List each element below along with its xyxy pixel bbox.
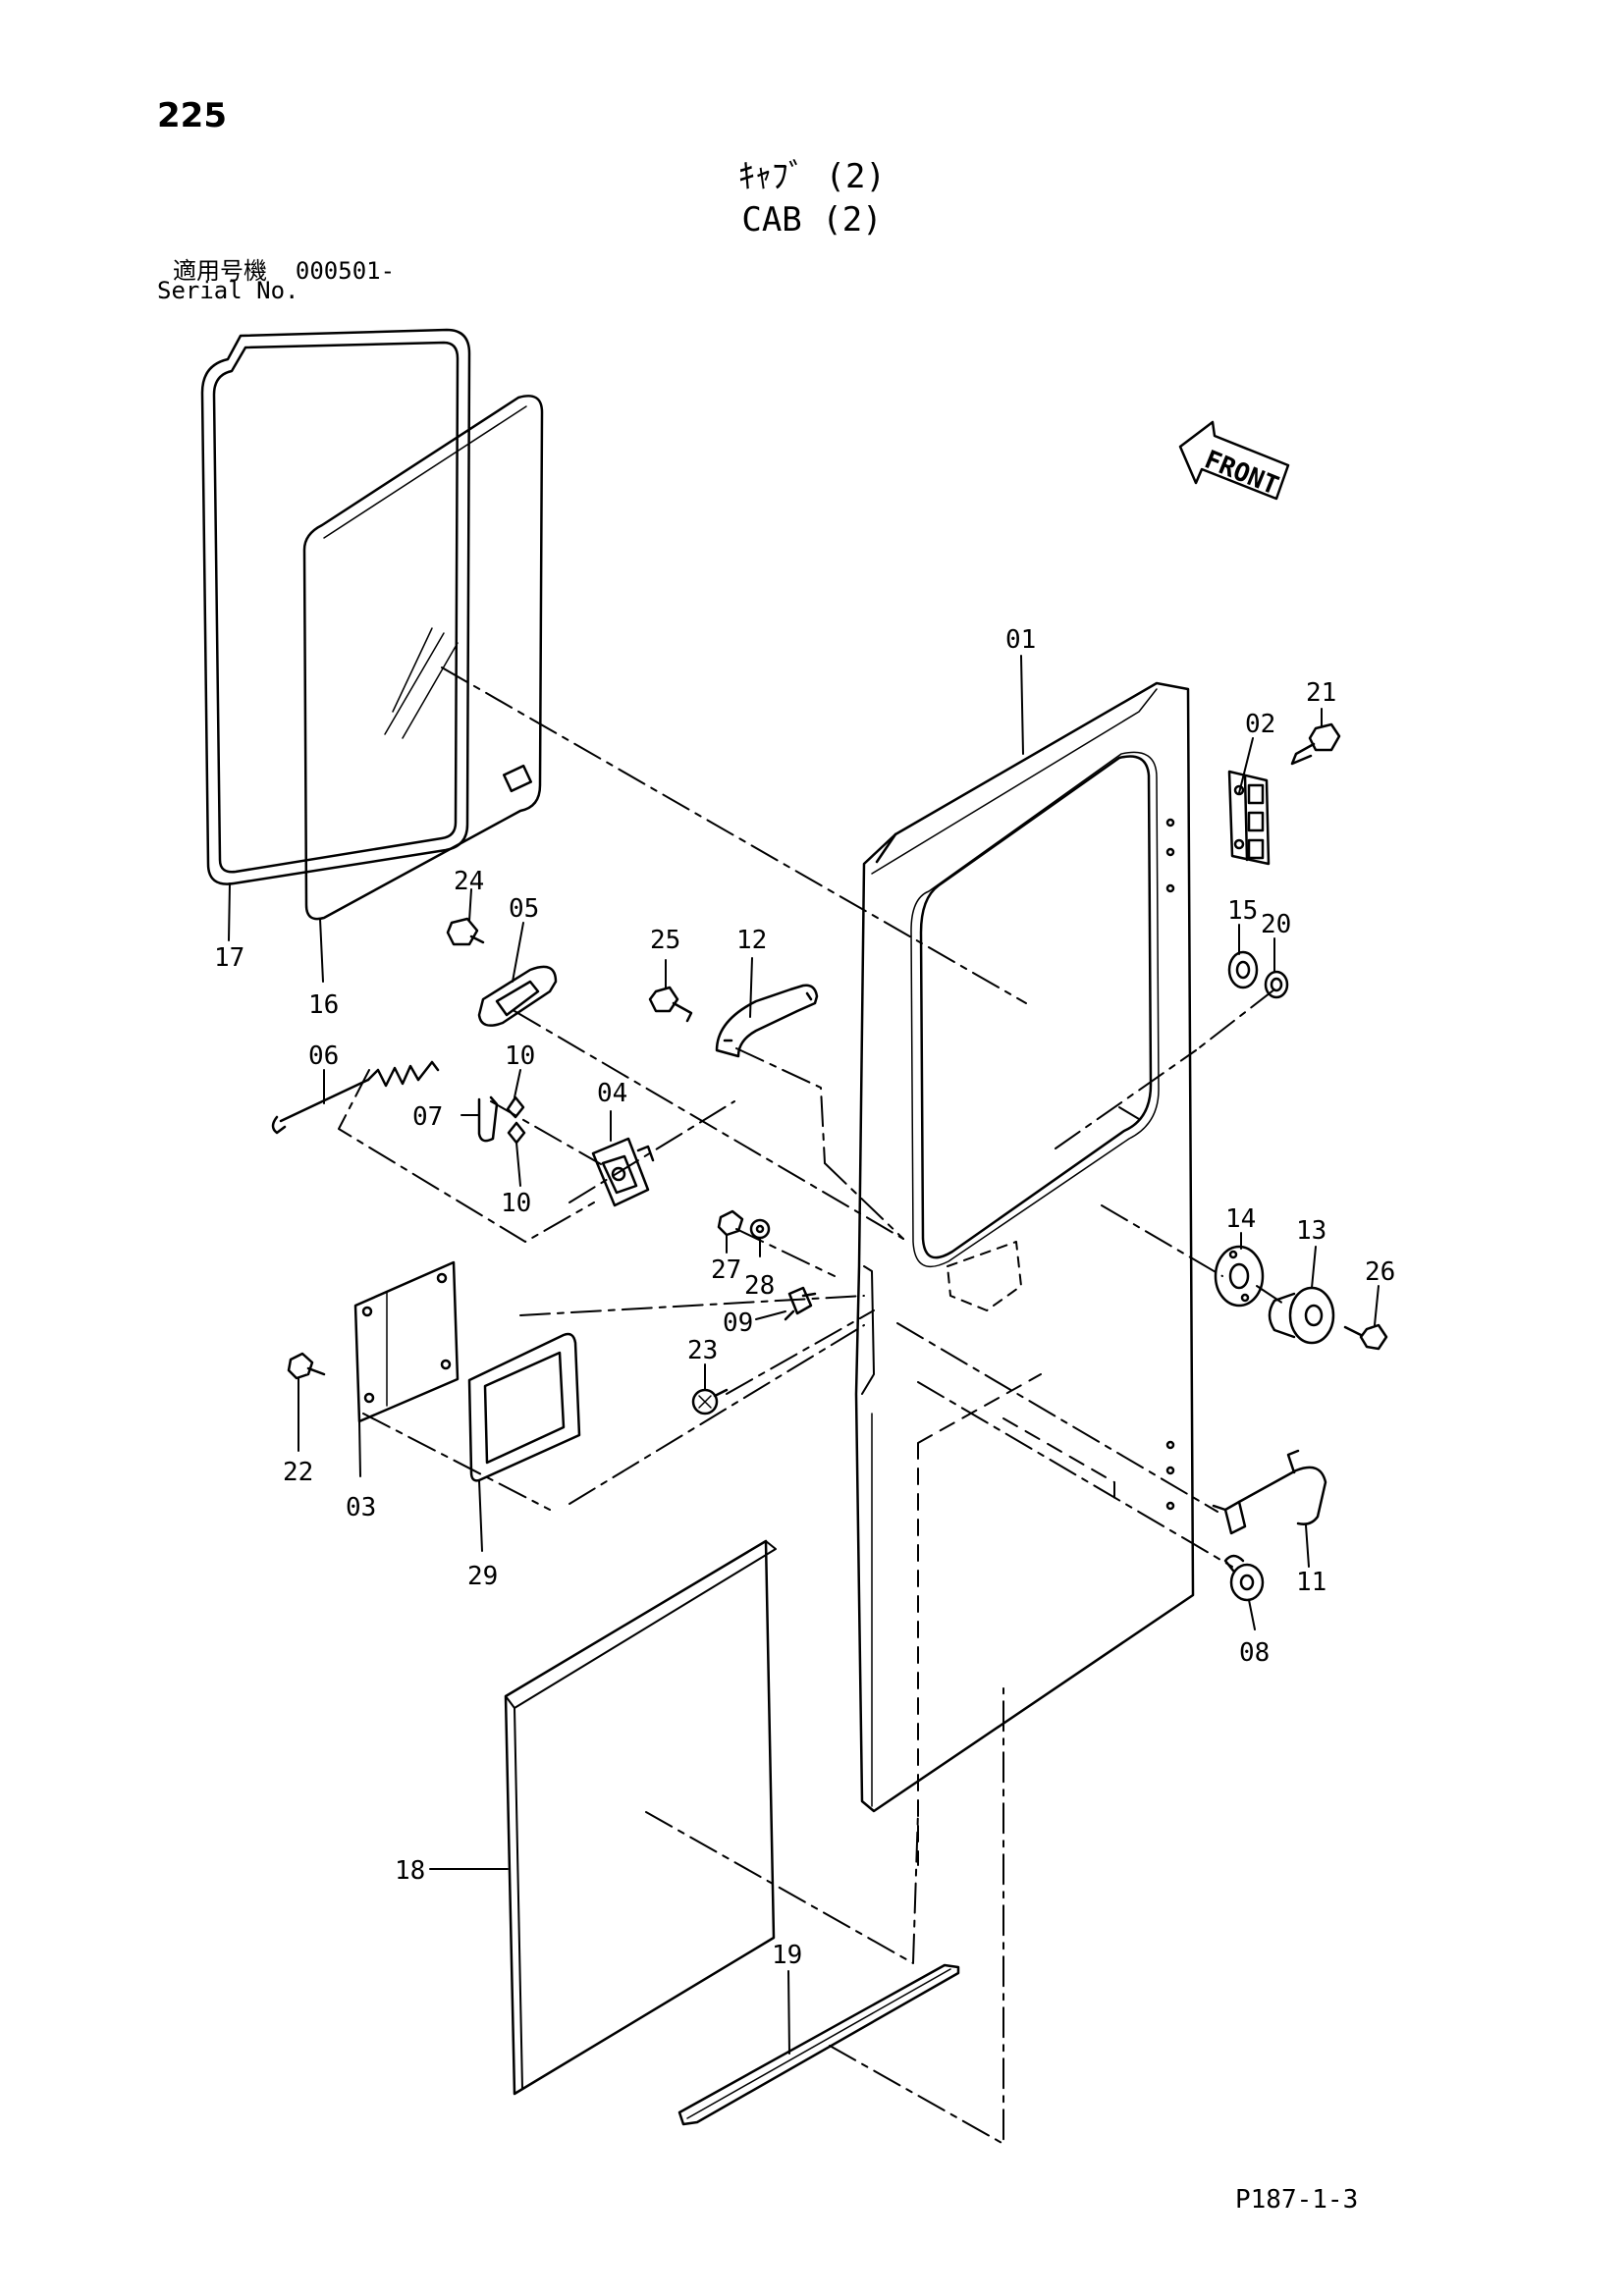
part-10-clip-lower (507, 1121, 526, 1145)
callout-02: 02 (1245, 710, 1275, 739)
part-14-escutcheon (1214, 1245, 1265, 1308)
callout-14: 14 (1225, 1204, 1256, 1234)
front-arrow-icon: FRONT (1178, 420, 1290, 502)
part-19-seal-strip (677, 1963, 960, 2126)
part-02-hinge (1227, 770, 1271, 866)
part-21-bolt (1290, 722, 1341, 766)
callout-04: 04 (597, 1079, 627, 1108)
part-22-bolt (287, 1352, 326, 1380)
part-26-screw (1343, 1323, 1388, 1351)
part-17-window-seal (200, 328, 471, 885)
callout-21: 21 (1306, 678, 1336, 708)
part-08-lock-barrel (1223, 1554, 1265, 1602)
part-01-door-frame (854, 681, 1195, 1866)
callout-28: 28 (744, 1271, 775, 1301)
callout-10-upper: 10 (505, 1041, 535, 1071)
page-number: 225 (157, 96, 227, 135)
part-24-bolt (446, 917, 485, 946)
part-04-lock-assembly (591, 1137, 655, 1207)
page-title-japanese: ｷｬﾌﾞ (2) (738, 157, 886, 196)
callout-08: 08 (1239, 1638, 1270, 1668)
callout-leader-lines (228, 655, 1380, 2055)
part-05-inner-handle (477, 965, 558, 1027)
part-29-gasket (467, 1332, 581, 1482)
part-18-interior-panel (504, 1539, 777, 2096)
callout-12: 12 (736, 926, 767, 955)
page-reference: P187-1-3 (1235, 2185, 1359, 2215)
part-16-glass-pane (302, 395, 544, 921)
callout-23: 23 (687, 1336, 718, 1365)
serial-label-japanese: 適用号機 000501- (173, 257, 396, 285)
callout-17: 17 (214, 943, 244, 973)
serial-label-english: Serial No. (157, 277, 299, 304)
callout-18: 18 (395, 1856, 425, 1886)
callout-20: 20 (1261, 910, 1291, 939)
assembly-center-lines (338, 667, 1287, 2145)
callout-01: 01 (1005, 625, 1036, 655)
callout-03: 03 (346, 1493, 376, 1522)
callout-06: 06 (308, 1041, 339, 1071)
part-03-cover-plate (353, 1260, 460, 1423)
part-10-clip-upper (506, 1095, 525, 1119)
callout-22: 22 (283, 1458, 313, 1487)
callout-19: 19 (772, 1941, 802, 1970)
callout-07: 07 (412, 1102, 443, 1132)
part-12-grab-handle (715, 984, 819, 1058)
part-23-bolt (691, 1388, 729, 1415)
callout-16: 16 (308, 990, 339, 1020)
part-25-bolt (648, 986, 693, 1023)
callout-11: 11 (1296, 1568, 1326, 1597)
callout-27: 27 (711, 1255, 741, 1285)
callout-15: 15 (1227, 896, 1258, 926)
callout-25: 25 (650, 926, 680, 955)
callout-29: 29 (467, 1562, 498, 1591)
page-title-english: CAB (2) (741, 200, 883, 240)
part-13-lock-cylinder (1268, 1286, 1335, 1345)
callout-10-lower: 10 (501, 1189, 531, 1218)
part-09-striker (784, 1286, 817, 1321)
part-27-nut (717, 1209, 744, 1237)
callout-09: 09 (723, 1308, 753, 1338)
callout-labels: 01 02 03 04 05 06 07 08 09 10 10 11 12 1… (214, 625, 1395, 1970)
part-07-rod-link (477, 1095, 499, 1143)
callout-05: 05 (509, 894, 539, 924)
callout-24: 24 (454, 867, 484, 896)
part-11-outer-handle (1212, 1449, 1327, 1535)
part-28-washer (749, 1218, 771, 1240)
callout-13: 13 (1296, 1216, 1326, 1246)
part-15-washer (1227, 950, 1259, 989)
callout-26: 26 (1365, 1257, 1395, 1287)
part-20-washer (1264, 970, 1289, 999)
